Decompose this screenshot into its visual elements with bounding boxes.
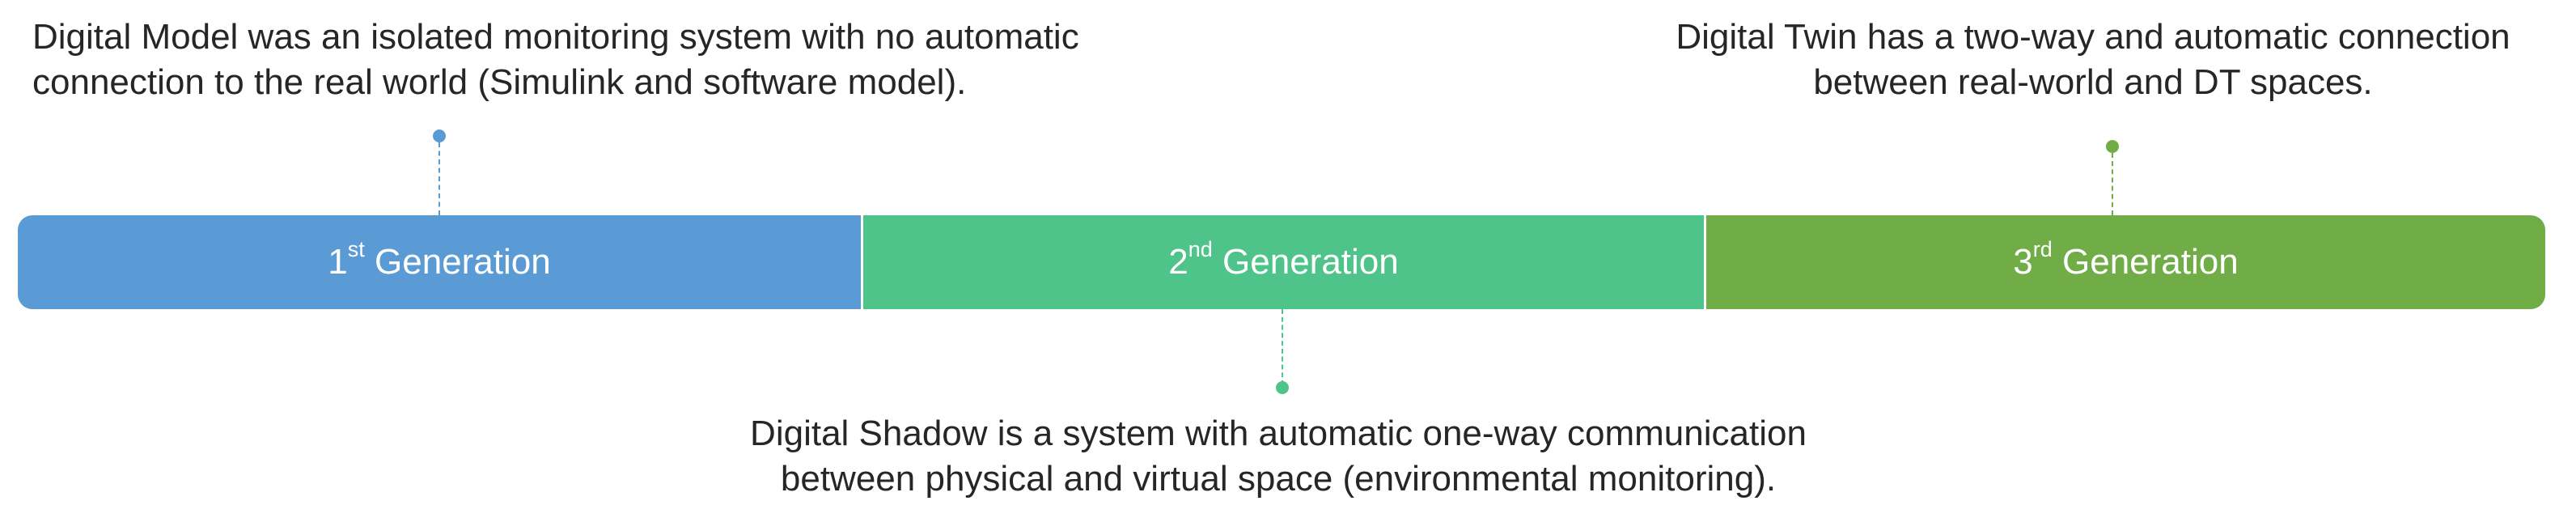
gen2-label: 2nd Generation (1168, 237, 1399, 282)
gen3-bar: 3rd Generation (1704, 215, 2545, 309)
gen2-description-line-1: Digital Shadow is a system with automati… (750, 414, 1807, 453)
gen3-marker-dot (2106, 140, 2119, 153)
gen3-description: Digital Twin has a two-way and automatic… (1634, 15, 2552, 105)
gen1-label: 1st Generation (328, 237, 551, 282)
gen1-leader-line (439, 142, 440, 215)
gen2-leader-line (1282, 309, 1283, 385)
gen3-leader-line (2112, 153, 2113, 215)
gen2-description: Digital Shadow is a system with automati… (696, 411, 1861, 502)
gen1-marker-dot (433, 129, 446, 142)
gen2-bar: 2nd Generation (861, 215, 1704, 309)
gen3-description-line-1: Digital Twin has a two-way and automatic… (1676, 17, 2510, 57)
gen2-description-line-2: between physical and virtual space (envi… (780, 459, 1777, 499)
gen1-description: Digital Model was an isolated monitoring… (32, 15, 1079, 105)
gen1-description-line-1: Digital Model was an isolated monitoring… (32, 17, 1079, 57)
gen3-label: 3rd Generation (2013, 237, 2239, 282)
gen1-bar: 1st Generation (18, 215, 861, 309)
gen3-description-line-2: between real-world and DT spaces. (1813, 62, 2373, 102)
gen1-description-line-2: connection to the real world (Simulink a… (32, 62, 967, 102)
gen2-marker-dot (1276, 381, 1289, 394)
